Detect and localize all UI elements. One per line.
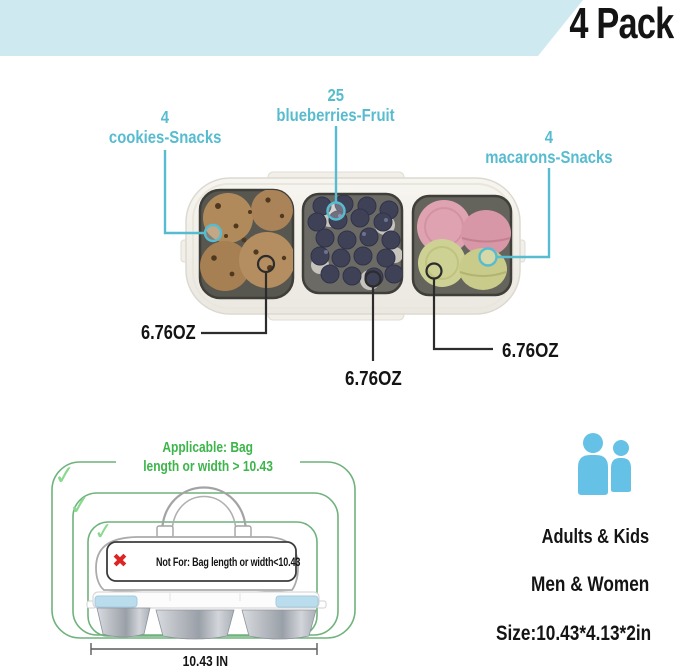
adults-kids-icons bbox=[578, 433, 631, 495]
top-banner bbox=[0, 0, 583, 56]
capacity-callout-lines bbox=[201, 254, 493, 361]
capacity-label-middle: 6.76OZ bbox=[344, 368, 402, 390]
lid bbox=[92, 591, 320, 609]
lid-clip-left bbox=[94, 595, 138, 608]
checkmark-icon: ✓ bbox=[92, 518, 115, 546]
blueberries-callout-label: 25 blueberries-Fruit bbox=[276, 85, 396, 126]
capacity-label-right: 6.76OZ bbox=[502, 340, 559, 362]
bowl-left bbox=[96, 607, 151, 638]
cookies-callout-label: 4 cookies-Snacks bbox=[108, 107, 222, 148]
men-women-label: Men & Women bbox=[530, 573, 649, 596]
not-for-box bbox=[106, 541, 297, 582]
bowl-right bbox=[241, 609, 317, 640]
length-dimension-label: 10.43 IN bbox=[182, 653, 228, 668]
capacity-circle-right bbox=[425, 262, 443, 280]
cyan-callout-lines bbox=[163, 126, 551, 267]
capacity-label-left: 6.76OZ bbox=[141, 322, 196, 344]
dimension-line bbox=[90, 643, 318, 655]
bag-drawing bbox=[95, 486, 299, 595]
applicable-note: Applicable: Bag length or width > 10.43 bbox=[116, 439, 300, 477]
macarons-callout-label: 4 macarons-Snacks bbox=[485, 127, 613, 168]
container-side-view bbox=[86, 591, 327, 640]
adults-kids-label: Adults & Kids bbox=[541, 526, 649, 548]
size-label: Size:10.43*4.13*2in bbox=[495, 622, 651, 645]
not-for-label: Not For: Bag length or width<10.43 bbox=[156, 555, 301, 569]
lid-clip-right bbox=[275, 595, 319, 608]
adult-icon bbox=[583, 433, 603, 453]
blueberries-callout-circle bbox=[326, 201, 346, 221]
macarons-callout-circle bbox=[478, 247, 498, 267]
bag-handle-outer bbox=[160, 486, 248, 535]
x-icon: ✖ bbox=[112, 550, 128, 572]
macarons bbox=[417, 200, 511, 290]
child-icon bbox=[613, 440, 629, 456]
cookies-callout-circle bbox=[203, 223, 223, 243]
container-top-view bbox=[180, 171, 526, 321]
checkmark-icon: ✓ bbox=[52, 459, 78, 493]
bowl-middle bbox=[155, 609, 235, 640]
bag-handle-inner bbox=[171, 495, 237, 535]
pack-count-label: 4 Pack bbox=[568, 0, 674, 48]
capacity-circle-middle bbox=[364, 270, 382, 288]
cookies bbox=[200, 190, 293, 291]
checkmark-icon: ✓ bbox=[67, 489, 93, 523]
